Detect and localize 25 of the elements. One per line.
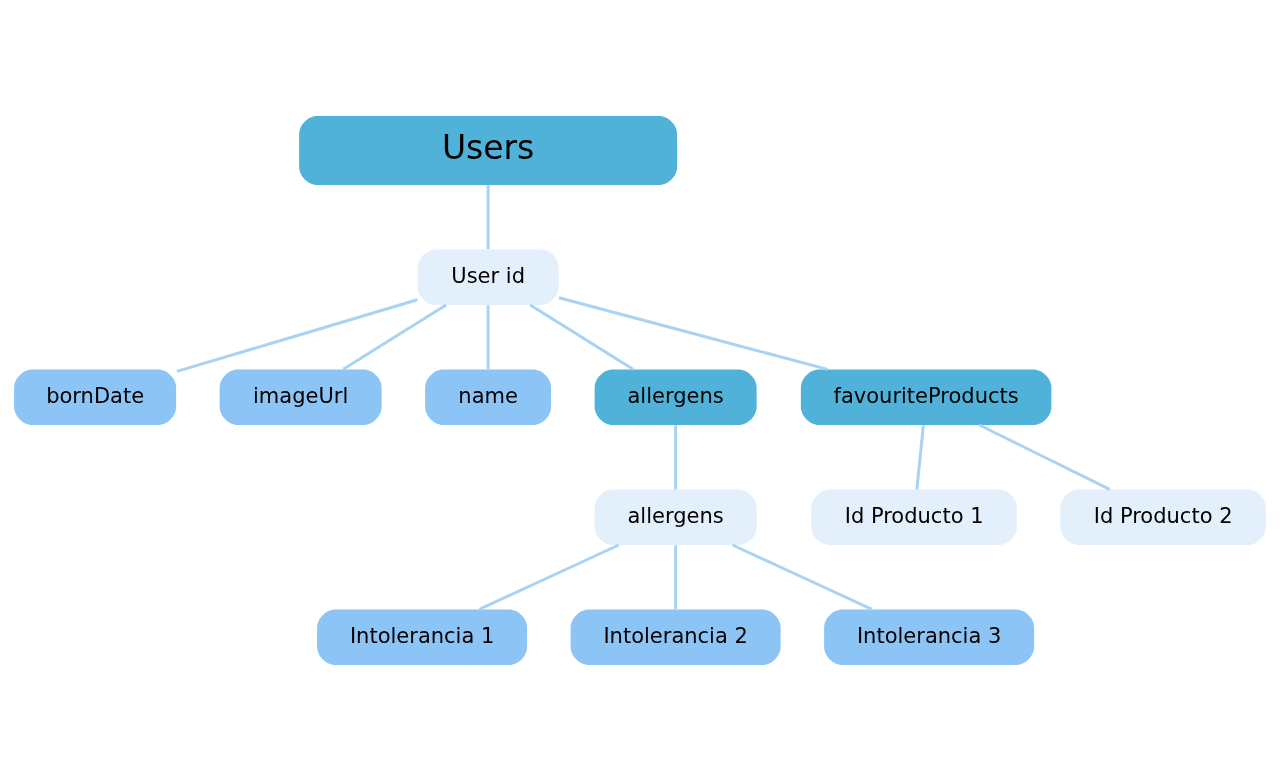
connector [486, 184, 490, 249]
node-box: name [425, 369, 552, 425]
node-box: Id Producto 2 [1060, 489, 1266, 545]
node-box: User id [417, 249, 559, 305]
connector [978, 423, 1111, 491]
connector [674, 424, 678, 489]
node-box: allergens [594, 369, 757, 425]
connector [558, 295, 828, 371]
node-box: bornDate [14, 369, 177, 425]
node-box: allergens [594, 489, 757, 545]
connector [342, 303, 447, 370]
node-box: Id Producto 1 [811, 489, 1017, 545]
node-box: Users [299, 115, 678, 185]
connector [486, 304, 490, 369]
node-box: Intolerancia 1 [317, 609, 528, 665]
connector [529, 303, 634, 370]
node-box: favouriteProducts [800, 369, 1052, 425]
connector [478, 543, 620, 611]
node-box: imageUrl [219, 369, 382, 425]
node-box: Intolerancia 3 [824, 609, 1035, 665]
connector [731, 543, 873, 611]
connector [674, 544, 678, 609]
node-box: Intolerancia 2 [570, 609, 781, 665]
connector [915, 424, 925, 489]
connector [176, 297, 418, 373]
